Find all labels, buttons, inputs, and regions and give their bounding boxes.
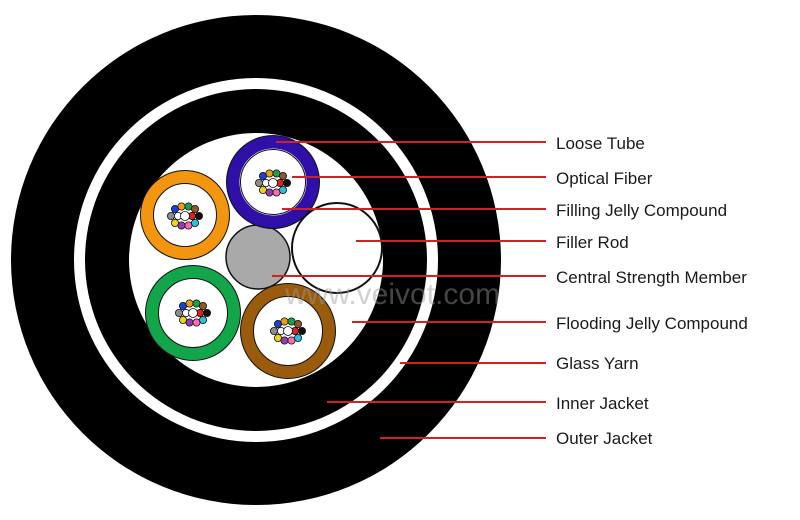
optical-fiber [194, 211, 203, 220]
loose-tube-green [145, 265, 241, 361]
optical-fiber-bundle [269, 317, 306, 345]
label-glass-yarn: Glass Yarn [556, 354, 639, 373]
loose-tube-blue [226, 135, 320, 229]
watermark-text: www.veivot.com [284, 278, 500, 311]
loose-tube-orange [140, 170, 230, 260]
loose-tube-ring [240, 283, 336, 379]
optical-fiber-bundle [174, 299, 211, 327]
optical-fiber [265, 169, 274, 178]
optical-fiber [198, 301, 207, 310]
optical-fiber [280, 317, 289, 326]
loose-tube-outline [145, 265, 241, 361]
optical-fiber [166, 211, 175, 220]
label-filler-rod: Filler Rod [556, 233, 629, 252]
loose-tube-outline [226, 135, 320, 229]
label-optical-fiber: Optical Fiber [556, 169, 653, 188]
loose-tube-outline [140, 170, 230, 260]
optical-fiber [177, 221, 186, 230]
optical-fiber [185, 318, 194, 327]
label-inner-jacket: Inner Jacket [556, 394, 649, 413]
optical-fiber [198, 315, 207, 324]
optical-fiber [185, 299, 194, 308]
optical-fiber [177, 202, 186, 211]
label-filling-jelly-compound: Filling Jelly Compound [556, 201, 727, 220]
loose-tube-ring [226, 135, 320, 229]
optical-fiber [190, 218, 199, 227]
optical-fiber [280, 336, 289, 345]
optical-fiber [254, 178, 263, 187]
optical-fiber [174, 308, 183, 317]
optical-fiber-bundle [254, 169, 291, 197]
loose-tube-ring [140, 170, 230, 260]
label-central-strength-member: Central Strength Member [556, 268, 747, 287]
fiber-bundle-center [268, 178, 278, 188]
callout-labels: Loose Tube Optical Fiber Filling Jelly C… [556, 134, 748, 448]
loose-tube-ring [145, 265, 241, 361]
optical-fiber [269, 326, 278, 335]
optical-fiber [293, 333, 302, 342]
label-loose-tube: Loose Tube [556, 134, 645, 153]
optical-fiber [278, 171, 287, 180]
fiber-bundle-center [188, 308, 198, 318]
optical-fiber [297, 326, 306, 335]
label-outer-jacket: Outer Jacket [556, 429, 653, 448]
fiber-bundle-center [180, 211, 190, 221]
fiber-bundle-center [283, 326, 293, 336]
label-flooding-jelly-compound: Flooding Jelly Compound [556, 314, 748, 333]
optical-fiber [278, 185, 287, 194]
optical-fiber-bundle [166, 202, 203, 230]
leader-lines [272, 141, 546, 439]
central-strength-member [225, 224, 291, 290]
optical-fiber [202, 308, 211, 317]
filler-rod [291, 202, 383, 294]
optical-fiber [190, 204, 199, 213]
loose-tube-outline [240, 283, 336, 379]
optical-fiber [282, 178, 291, 187]
optical-fiber [265, 188, 274, 197]
optical-fiber [293, 319, 302, 328]
loose-tube-brown [240, 283, 336, 379]
